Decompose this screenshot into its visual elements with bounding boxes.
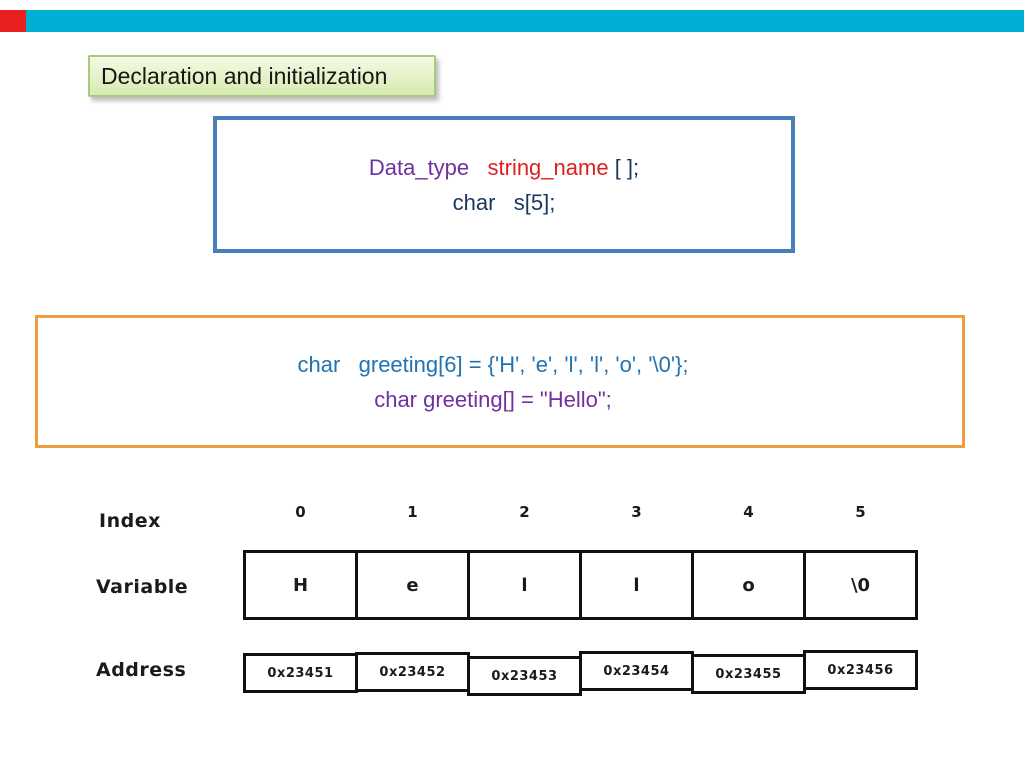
top-accent-bar (0, 10, 1024, 32)
index-number: 1 (407, 503, 418, 521)
variable-cell: H (243, 550, 358, 620)
page-title: Declaration and initialization (101, 62, 388, 89)
index-number: 4 (743, 503, 754, 521)
variable-cell: e (355, 550, 470, 620)
declaration-syntax-line: Data_type string_name [ ]; (369, 150, 639, 185)
initialization-string-line: char greeting[] = "Hello"; (374, 386, 612, 412)
top-bar-red-segment (0, 10, 26, 32)
address-cell: 0x23454 (579, 651, 694, 691)
declaration-example-line: char s[5]; (452, 189, 556, 215)
index-number-row: 0 1 2 3 4 5 (243, 503, 918, 521)
variable-cell: o (691, 550, 806, 620)
variable-cells-row: H e l l o \0 (243, 550, 918, 620)
address-cells-row: 0x23451 0x23452 0x23453 0x23454 0x23455 … (243, 650, 918, 696)
address-row-label: Address (96, 659, 187, 681)
initialization-example-box: char greeting[6] = {'H', 'e', 'l', 'l', … (35, 315, 965, 448)
index-number: 5 (855, 503, 866, 521)
declaration-syntax-box: Data_type string_name [ ]; char s[5]; (213, 116, 795, 253)
code-datatype-token: Data_type (368, 154, 470, 180)
title-box: Declaration and initialization (88, 55, 436, 97)
address-cell: 0x23451 (243, 653, 358, 693)
variable-cell: l (467, 550, 582, 620)
address-cell: 0x23456 (803, 650, 918, 690)
address-cell: 0x23453 (467, 656, 582, 696)
index-number: 2 (519, 503, 530, 521)
index-number: 3 (631, 503, 642, 521)
address-cell: 0x23455 (691, 654, 806, 694)
code-spacer (469, 155, 487, 180)
variable-cell: l (579, 550, 694, 620)
initialization-array-line: char greeting[6] = {'H', 'e', 'l', 'l', … (297, 351, 689, 377)
variable-cell: \0 (803, 550, 918, 620)
code-stringname-token: string_name (487, 154, 609, 180)
top-bar-cyan-segment (26, 10, 1024, 32)
code-brackets-token: [ ]; (608, 154, 640, 180)
index-row-label: Index (99, 510, 161, 532)
address-cell: 0x23452 (355, 652, 470, 692)
variable-row-label: Variable (96, 576, 189, 598)
index-number: 0 (295, 503, 306, 521)
